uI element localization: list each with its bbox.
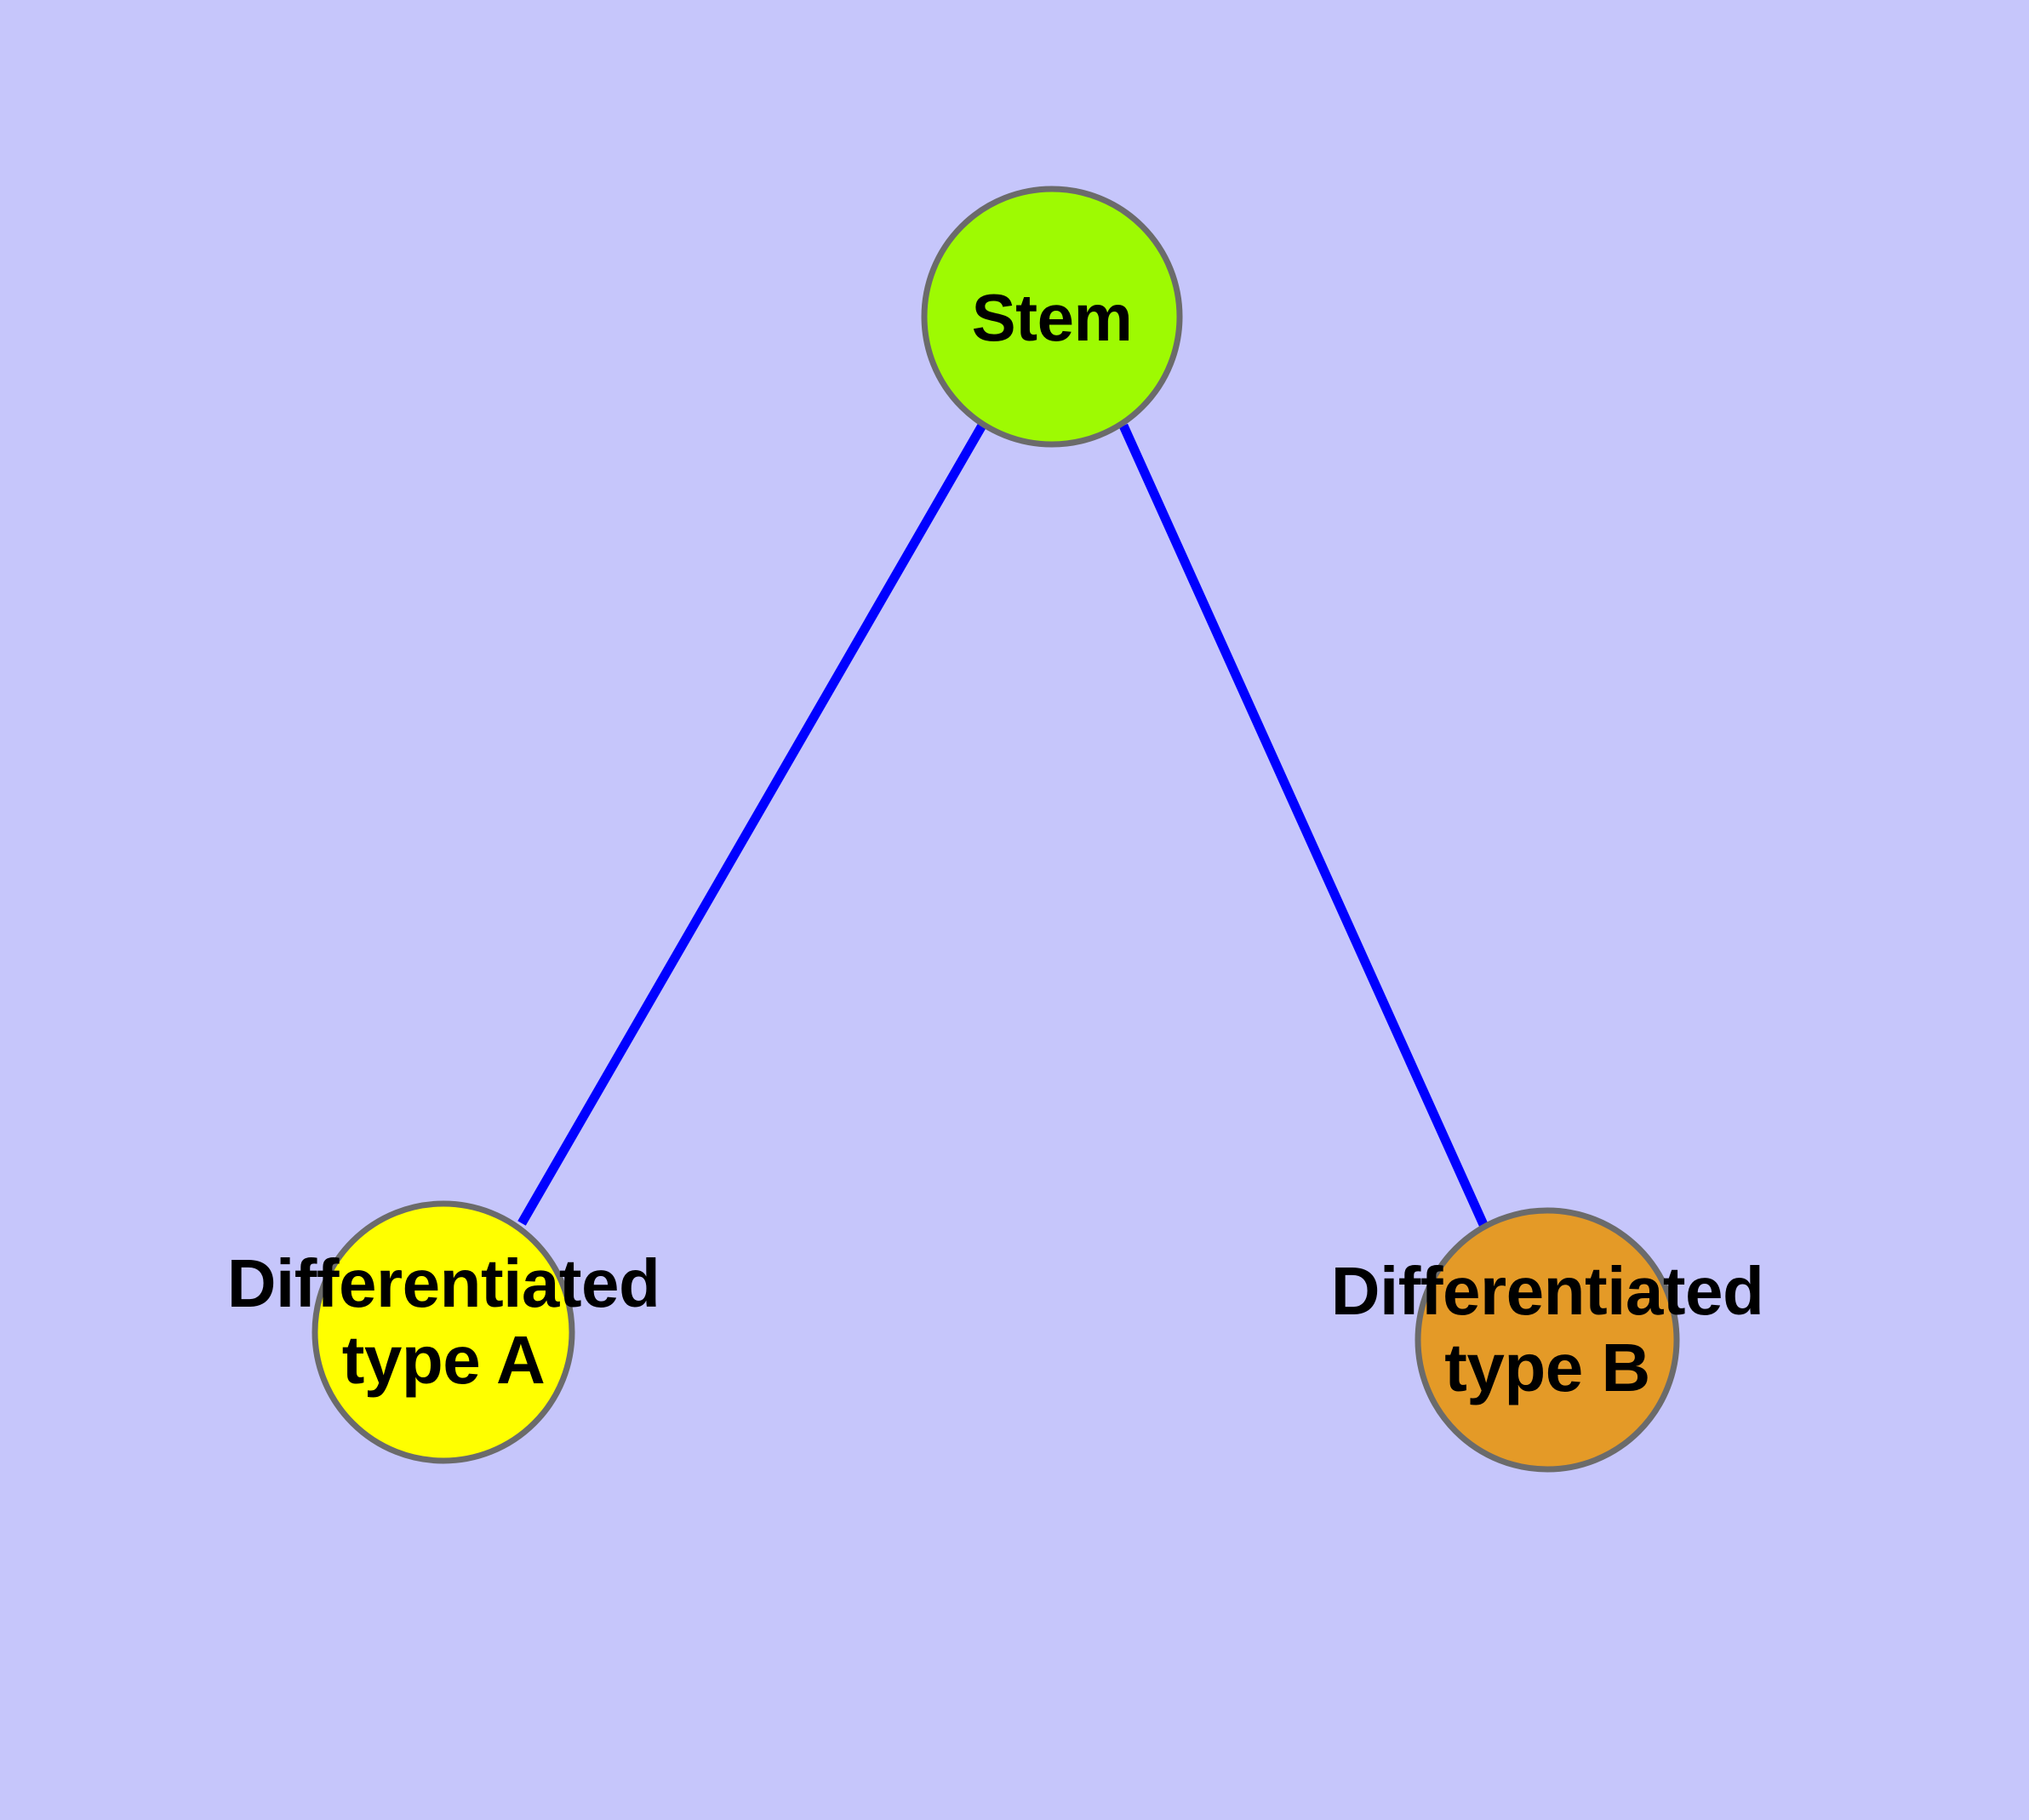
node-circle-type-a[interactable] — [311, 1200, 575, 1464]
nodes-layer — [311, 186, 1680, 1473]
node-circle-stem[interactable] — [921, 186, 1183, 448]
edge-stem-to-type-a — [517, 421, 987, 1226]
edge-stem-to-type-b — [1118, 423, 1490, 1231]
node-circle-type-b[interactable] — [1415, 1207, 1680, 1473]
edges-layer — [517, 421, 1490, 1231]
